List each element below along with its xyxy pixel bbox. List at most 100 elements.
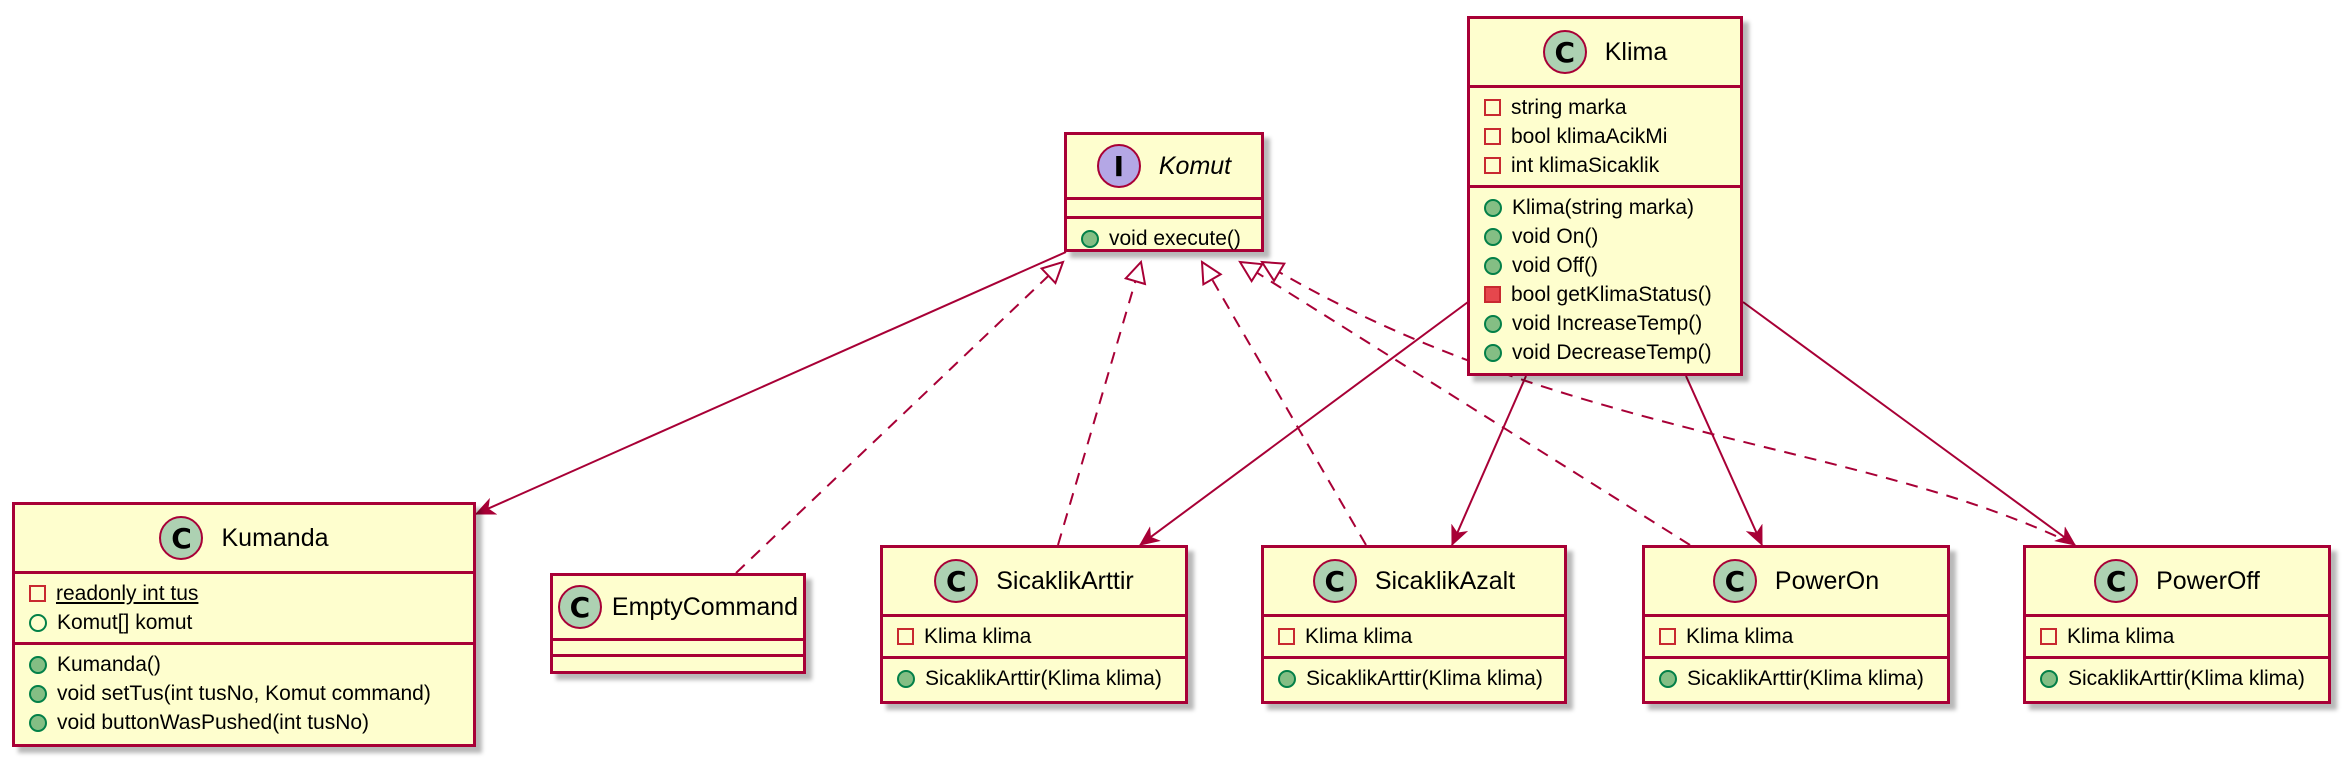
method-row: void Off(): [1484, 251, 1740, 280]
method-row: bool getKlimaStatus(): [1484, 280, 1740, 309]
class-emptycommand[interactable]: C EmptyCommand: [550, 573, 806, 674]
interface-stereotype-icon: I: [1096, 144, 1141, 188]
realization-arrowhead: [1123, 259, 1147, 286]
attribute-text: Komut[] komut: [57, 610, 193, 634]
attribute-text: Klima klima: [1686, 624, 1794, 648]
method-row: SicaklikArttir(Klima klima): [1278, 664, 1564, 693]
class-name: PowerOn: [1774, 566, 1880, 595]
public-method-icon: [1484, 198, 1502, 217]
class-name: Kumanda: [221, 523, 329, 552]
method-section: SicaklikArttir(Klima klima): [1264, 656, 1564, 698]
attribute-text: Klima klima: [2067, 624, 2175, 648]
class-name: Komut: [1158, 151, 1232, 180]
method-row: Klima(string marka): [1484, 193, 1740, 222]
attribute-section: Klima klima: [1264, 614, 1564, 656]
public-method-icon: [1659, 669, 1677, 688]
association-edge-klima-poweroff: [1742, 301, 2075, 546]
method-row: void setTus(int tusNo, Komut command): [29, 679, 473, 708]
class-header: C Kumanda: [15, 505, 473, 571]
class-stereotype-icon: C: [557, 585, 602, 629]
class-sicaklikarttir[interactable]: C SicaklikArttir Klima klima SicaklikArt…: [880, 545, 1188, 704]
attribute-row: bool klimaAcikMi: [1484, 122, 1740, 151]
method-row: SicaklikArttir(Klima klima): [1659, 664, 1947, 693]
public-method-icon: [29, 713, 47, 732]
class-kumanda[interactable]: C Kumanda readonly int tus Komut[] komut…: [12, 502, 476, 747]
class-poweron[interactable]: C PowerOn Klima klima SicaklikArttir(Kli…: [1642, 545, 1950, 704]
attribute-section: string marka bool klimaAcikMi int klimaS…: [1470, 85, 1740, 185]
association-edge-klima-sicaklikarttir: [1140, 301, 1469, 546]
attribute-section: [553, 638, 803, 654]
class-poweroff[interactable]: C PowerOff Klima klima SicaklikArttir(Kl…: [2023, 545, 2331, 704]
class-stereotype-icon: C: [934, 559, 979, 603]
class-header: I Komut: [1067, 135, 1261, 197]
method-text: SicaklikArttir(Klima klima): [1687, 666, 1924, 690]
realization-arrowhead: [1039, 260, 1065, 285]
attribute-row: Klima klima: [2040, 622, 2328, 651]
attribute-row: Klima klima: [1278, 622, 1564, 651]
class-name: Klima: [1604, 37, 1668, 66]
method-text: void IncreaseTemp(): [1512, 311, 1703, 335]
class-header: C Klima: [1470, 19, 1740, 85]
class-header: C PowerOff: [2026, 548, 2328, 614]
association-edge-klima-poweron: [1685, 375, 1763, 545]
public-method-icon: [1484, 343, 1502, 362]
class-header: C EmptyCommand: [553, 576, 803, 638]
class-komut[interactable]: I Komut void execute(): [1064, 132, 1264, 252]
public-method-icon: [1081, 229, 1099, 248]
attribute-row: int klimaSicaklik: [1484, 151, 1740, 180]
class-stereotype-icon: C: [159, 516, 204, 560]
attribute-section: Klima klima: [1645, 614, 1947, 656]
method-text: bool getKlimaStatus(): [1511, 282, 1712, 306]
method-text: SicaklikArttir(Klima klima): [1306, 666, 1543, 690]
class-sicaklikazalt[interactable]: C SicaklikAzalt Klima klima SicaklikArtt…: [1261, 545, 1567, 704]
realization-arrowhead: [1200, 260, 1223, 286]
method-text: void On(): [1512, 224, 1599, 248]
class-stereotype-icon: C: [1712, 559, 1757, 603]
class-name: SicaklikAzalt: [1374, 566, 1516, 595]
method-text: void setTus(int tusNo, Komut command): [57, 681, 431, 705]
realization-edge-poweroff-komut: [1261, 261, 2076, 546]
private-method-icon: [1484, 286, 1501, 303]
attribute-row: string marka: [1484, 93, 1740, 122]
method-row: Kumanda(): [29, 650, 473, 679]
realization-edge-emptycommand-komut: [735, 261, 1064, 574]
method-text: void buttonWasPushed(int tusNo): [57, 710, 370, 734]
class-header: C SicaklikAzalt: [1264, 548, 1564, 614]
method-section: SicaklikArttir(Klima klima): [883, 656, 1185, 698]
method-section: SicaklikArttir(Klima klima): [2026, 656, 2328, 698]
method-row: void DecreaseTemp(): [1484, 338, 1740, 367]
method-text: SicaklikArttir(Klima klima): [2068, 666, 2305, 690]
public-method-icon: [2040, 669, 2058, 688]
attribute-section: Klima klima: [2026, 614, 2328, 656]
realization-arrowhead: [1260, 260, 1286, 283]
attribute-text: int klimaSicaklik: [1511, 153, 1660, 177]
method-text: void Off(): [1512, 253, 1598, 277]
class-stereotype-icon: C: [1312, 559, 1357, 603]
method-text: void execute(): [1109, 226, 1241, 250]
method-row: void On(): [1484, 222, 1740, 251]
method-text: SicaklikArttir(Klima klima): [925, 666, 1162, 690]
class-stereotype-icon: C: [1542, 30, 1587, 74]
class-klima[interactable]: C Klima string marka bool klimaAcikMi in…: [1467, 16, 1743, 376]
private-field-icon: [1484, 157, 1501, 174]
public-method-icon: [1278, 669, 1296, 688]
private-field-icon: [2040, 628, 2057, 645]
public-method-icon: [29, 655, 47, 674]
method-row: SicaklikArttir(Klima klima): [2040, 664, 2328, 693]
attribute-text: bool klimaAcikMi: [1511, 124, 1668, 148]
attribute-section: readonly int tus Komut[] komut: [15, 571, 473, 642]
class-name: SicaklikArttir: [996, 566, 1134, 595]
attribute-section: [1067, 197, 1261, 216]
private-field-icon: [29, 585, 46, 602]
attribute-section: Klima klima: [883, 614, 1185, 656]
private-field-icon: [1278, 628, 1295, 645]
method-row: void IncreaseTemp(): [1484, 309, 1740, 338]
class-name: PowerOff: [2156, 566, 2260, 595]
private-field-icon: [897, 628, 914, 645]
method-text: Klima(string marka): [1512, 195, 1695, 219]
private-field-icon: [1659, 628, 1676, 645]
public-method-icon: [1484, 227, 1502, 246]
attribute-text: Klima klima: [924, 624, 1032, 648]
class-stereotype-icon: C: [2094, 559, 2139, 603]
